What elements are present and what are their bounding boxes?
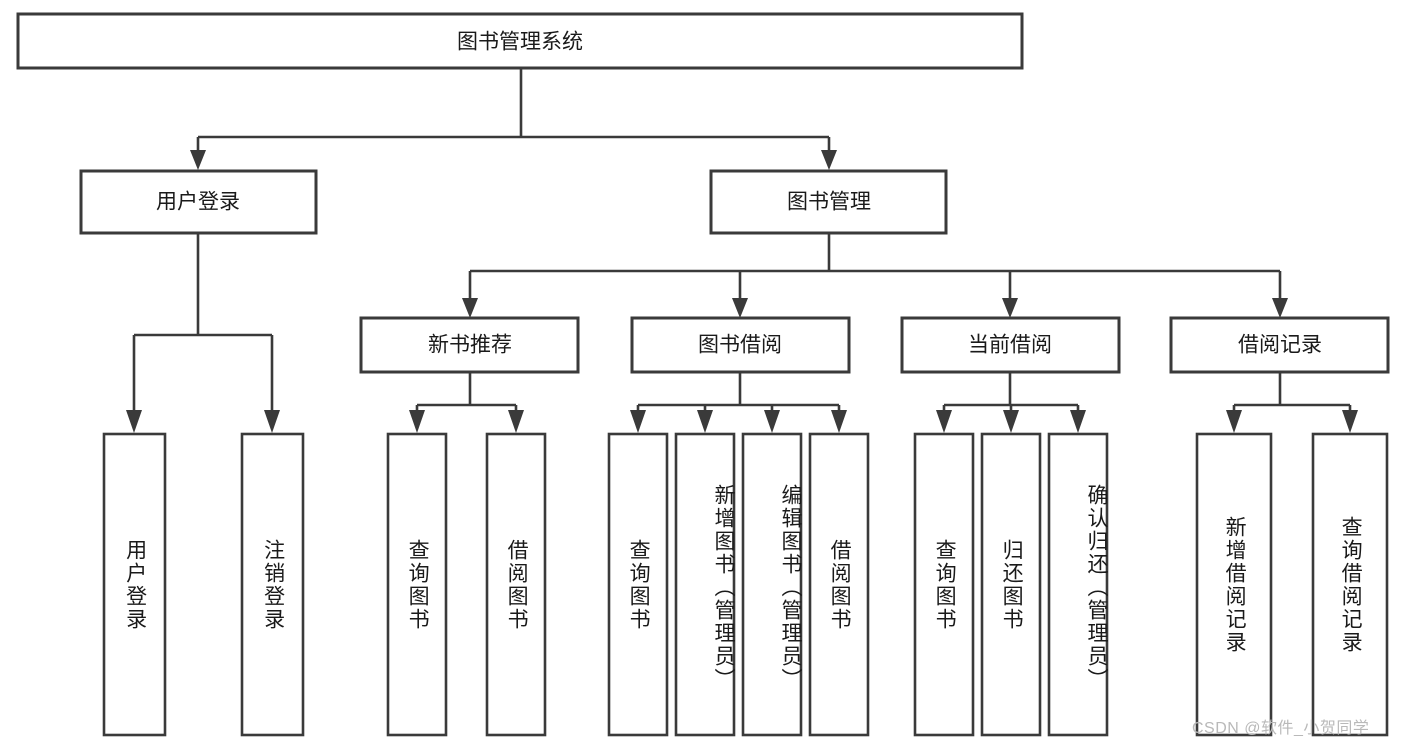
arrow-head-new-book-rec: [462, 298, 478, 318]
node-leaf-confirm-return[interactable]: [1047, 432, 1109, 737]
arrow-head-book-borrow: [732, 298, 748, 318]
arrow-head-leaf-confirm-return: [1070, 410, 1086, 433]
arrow-head-leaf-return-book: [1003, 410, 1019, 433]
node-layer: 图书管理系统 用户登录 图书管理 新书推荐 图书借阅 当前借阅 借阅记录: [16, 12, 1390, 737]
arrow-head-leaf-user-login: [126, 410, 142, 433]
node-current-borrow[interactable]: [900, 316, 1121, 374]
arrow-head-leaf-logout: [264, 410, 280, 433]
node-user-login[interactable]: [79, 169, 318, 235]
node-new-book-rec[interactable]: [359, 316, 580, 374]
node-current-borrow-label: 当前借阅: [968, 334, 1052, 357]
arrow-head-leaf-query-record: [1342, 410, 1358, 433]
node-leaf-return-book[interactable]: [980, 432, 1042, 737]
node-root[interactable]: [16, 12, 1024, 70]
node-leaf-edit-book[interactable]: [741, 432, 803, 737]
node-leaf-query-book-1[interactable]: [386, 432, 448, 737]
csdn-watermark: CSDN @软件_小贺同学: [1192, 720, 1370, 737]
arrow-head-leaf-add-record: [1226, 410, 1242, 433]
arrow-head-leaf-borrow-book-1: [508, 410, 524, 433]
arrow-head-borrow-record: [1272, 298, 1288, 318]
arrow-head-leaf-edit-book: [764, 410, 780, 433]
arrow-head-leaf-query-book-1: [409, 410, 425, 433]
node-leaf-logout[interactable]: [240, 432, 305, 737]
arrow-head-leaf-query-book-2: [630, 410, 646, 433]
node-leaf-query-record[interactable]: [1311, 432, 1389, 737]
node-leaf-borrow-book-2[interactable]: [808, 432, 870, 737]
arrow-head-current-borrow: [1002, 298, 1018, 318]
arrow-head-leaf-add-book: [697, 410, 713, 433]
node-book-manage-label: 图书管理: [787, 191, 871, 214]
node-leaf-add-record[interactable]: [1195, 432, 1273, 737]
node-leaf-borrow-book-1[interactable]: [485, 432, 547, 737]
node-book-manage[interactable]: [709, 169, 948, 235]
node-borrow-record[interactable]: [1169, 316, 1390, 374]
node-leaf-query-book-3[interactable]: [913, 432, 975, 737]
node-book-borrow[interactable]: [630, 316, 851, 374]
node-borrow-record-label: 借阅记录: [1238, 334, 1322, 357]
node-new-book-rec-label: 新书推荐: [428, 334, 512, 357]
node-user-login-label: 用户登录: [156, 191, 240, 214]
node-root-label: 图书管理系统: [457, 31, 583, 54]
node-leaf-query-book-2[interactable]: [607, 432, 669, 737]
connector-layer: [126, 68, 1358, 433]
arrow-head-leaf-borrow-book-2: [831, 410, 847, 433]
arrow-head-leaf-query-book-3: [936, 410, 952, 433]
node-leaf-user-login[interactable]: [102, 432, 167, 737]
arrow-head-book-manage: [821, 150, 837, 170]
node-book-borrow-label: 图书借阅: [698, 334, 782, 357]
arrow-head-user-login: [190, 150, 206, 170]
node-leaf-add-book[interactable]: [674, 432, 736, 737]
